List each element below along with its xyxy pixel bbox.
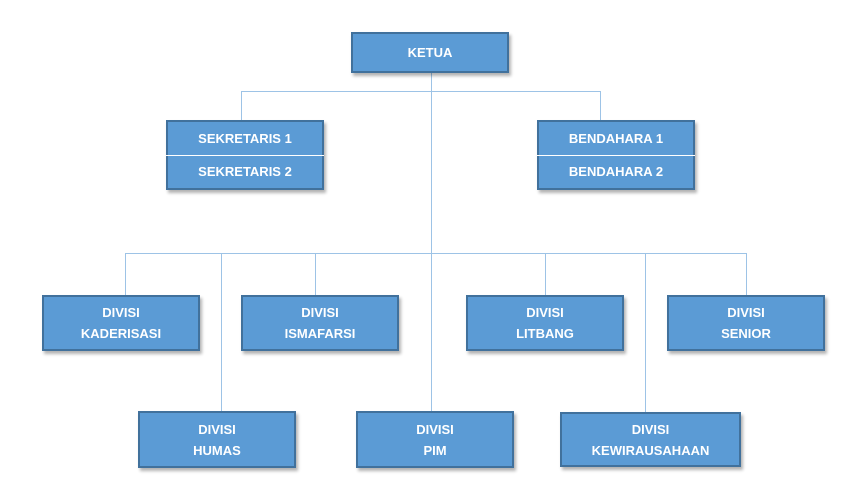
sekretaris-1-label: SEKRETARIS 1 <box>198 130 292 146</box>
connector-top-branch <box>241 91 601 92</box>
connector-senior-drop <box>746 253 747 296</box>
divisi-litbang-line1: DIVISI <box>526 305 564 320</box>
divisi-litbang-box: DIVISI LITBANG <box>466 295 624 351</box>
connector-kewirausahaan-drop <box>645 253 646 413</box>
connector-sekretaris-drop <box>241 91 242 120</box>
divisi-pim-box: DIVISI PIM <box>356 411 514 468</box>
divisi-senior-line2: SENIOR <box>721 326 771 341</box>
divisi-senior-box: DIVISI SENIOR <box>667 295 825 351</box>
connector-ketua-trunk <box>431 72 432 412</box>
divisi-pim-line1: DIVISI <box>416 421 454 437</box>
divisi-humas-box: DIVISI HUMAS <box>138 411 296 468</box>
divisi-senior-line1: DIVISI <box>727 305 765 320</box>
divisi-litbang-line2: LITBANG <box>516 326 574 341</box>
divisi-ismafarsi-line1: DIVISI <box>301 305 339 320</box>
sekretaris-2-label: SEKRETARIS 2 <box>198 164 292 180</box>
divisi-humas-line1: DIVISI <box>198 421 236 437</box>
connector-litbang-drop <box>545 253 546 296</box>
divisi-kaderisasi-line1: DIVISI <box>102 305 140 320</box>
bendahara-divider <box>537 154 695 156</box>
divisi-ismafarsi-box: DIVISI ISMAFARSI <box>241 295 399 351</box>
ketua-label: KETUA <box>407 45 453 60</box>
bendahara-box: BENDAHARA 1 BENDAHARA 2 <box>537 120 695 190</box>
connector-divisi-branch <box>125 253 747 254</box>
sekretaris-box: SEKRETARIS 1 SEKRETARIS 2 <box>166 120 324 190</box>
ketua-box: KETUA <box>351 32 509 73</box>
divisi-kaderisasi-line2: KADERISASI <box>80 326 162 341</box>
divisi-kaderisasi-box: DIVISI KADERISASI <box>42 295 200 351</box>
sekretaris-divider <box>166 154 324 156</box>
bendahara-2-label: BENDAHARA 2 <box>568 164 664 180</box>
divisi-kewirausahaan-box: DIVISI KEWIRAUSAHAAN <box>560 412 741 467</box>
connector-kaderisasi-drop <box>125 253 126 296</box>
divisi-ismafarsi-line2: ISMAFARSI <box>284 326 356 341</box>
connector-humas-drop <box>221 253 222 412</box>
divisi-kewirausahaan-line2: KEWIRAUSAHAAN <box>591 442 710 458</box>
divisi-kewirausahaan-line1: DIVISI <box>631 421 670 437</box>
bendahara-1-label: BENDAHARA 1 <box>568 130 664 146</box>
divisi-humas-line2: HUMAS <box>193 442 241 458</box>
connector-ismafarsi-drop <box>315 253 316 296</box>
divisi-pim-line2: PIM <box>423 442 447 458</box>
connector-bendahara-drop <box>600 91 601 120</box>
